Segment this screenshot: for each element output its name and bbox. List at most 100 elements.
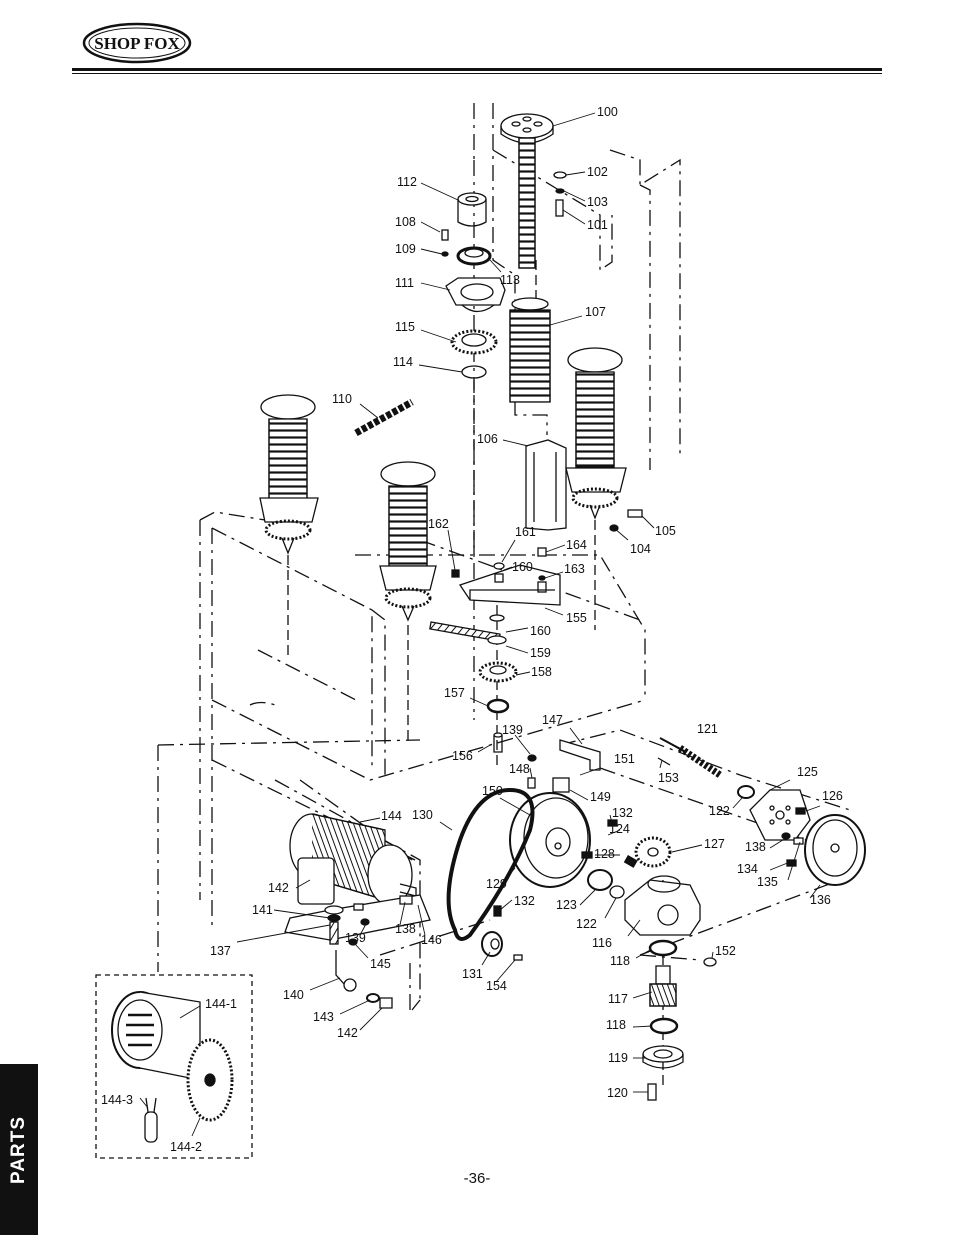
callout-130: 130 bbox=[412, 808, 433, 822]
callout-143: 143 bbox=[313, 1010, 334, 1024]
callout-147: 147 bbox=[542, 713, 563, 727]
cap-119 bbox=[642, 1045, 684, 1069]
callout-144-1: 144-1 bbox=[205, 997, 237, 1011]
bellows-107 bbox=[509, 297, 551, 403]
callout-104: 104 bbox=[630, 542, 651, 556]
capacitor-144-3 bbox=[144, 1097, 158, 1143]
callout-144-3: 144-3 bbox=[101, 1093, 133, 1107]
callout-159: 159 bbox=[530, 646, 551, 660]
callout-154: 154 bbox=[486, 979, 507, 993]
inset-box bbox=[95, 974, 253, 1159]
callout-137: 137 bbox=[210, 944, 231, 958]
chain-110 bbox=[354, 398, 414, 437]
callout-142: 142 bbox=[268, 881, 289, 895]
page-number: -36- bbox=[463, 1170, 491, 1187]
callout-125: 125 bbox=[797, 765, 818, 779]
bracket-106 bbox=[525, 439, 567, 531]
header-rule-thin bbox=[72, 73, 882, 74]
callout-139: 139 bbox=[502, 723, 523, 737]
callout-labels: 100 102 103 101 112 108 109 113 111 107 … bbox=[101, 105, 843, 1154]
callout-150: 150 bbox=[482, 784, 503, 798]
callout-105: 105 bbox=[655, 524, 676, 538]
gear-shaft-117 bbox=[649, 965, 677, 1007]
callout-162: 162 bbox=[428, 517, 449, 531]
callout-119: 119 bbox=[608, 1051, 628, 1065]
callout-107: 107 bbox=[585, 305, 606, 319]
callout-116: 116 bbox=[592, 936, 612, 950]
callout-114: 114 bbox=[393, 355, 413, 369]
callout-142-lower: 142 bbox=[337, 1026, 358, 1040]
parts-side-tab: PARTS bbox=[0, 1064, 38, 1235]
bearing-113 bbox=[456, 246, 492, 266]
callout-132: 132 bbox=[612, 806, 633, 820]
belt-130 bbox=[446, 787, 535, 941]
motor-144 bbox=[289, 813, 417, 906]
carriage-155 bbox=[458, 564, 561, 606]
callout-151: 151 bbox=[614, 752, 635, 766]
callout-141: 141 bbox=[252, 903, 273, 917]
callout-152: 152 bbox=[715, 944, 736, 958]
callout-146: 146 bbox=[421, 933, 442, 947]
sprocket-158 bbox=[478, 661, 518, 683]
callout-149: 149 bbox=[590, 790, 611, 804]
column-left bbox=[259, 394, 319, 555]
shop-fox-logo: SHOP FOX bbox=[82, 22, 192, 64]
fan-144-2 bbox=[186, 1038, 234, 1122]
callout-126: 126 bbox=[822, 789, 843, 803]
callout-156: 156 bbox=[452, 749, 473, 763]
fan-cover-144-1 bbox=[111, 991, 201, 1081]
handwheel-136 bbox=[804, 814, 866, 886]
callout-122-lower: 122 bbox=[576, 917, 597, 931]
callout-111: 111 bbox=[395, 276, 414, 290]
callout-122: 122 bbox=[709, 804, 730, 818]
callout-145: 145 bbox=[370, 957, 391, 971]
callout-109: 109 bbox=[395, 242, 416, 256]
callout-117: 117 bbox=[608, 992, 628, 1006]
callout-112: 112 bbox=[397, 175, 417, 189]
plate-125 bbox=[749, 789, 811, 841]
pulley-150 bbox=[509, 792, 591, 888]
callout-157: 157 bbox=[444, 686, 465, 700]
callout-113: 113 bbox=[500, 273, 520, 287]
callout-102: 102 bbox=[587, 165, 608, 179]
callout-155: 155 bbox=[566, 611, 587, 625]
leader-lines bbox=[139, 112, 821, 1137]
callout-132-lower: 132 bbox=[514, 894, 535, 908]
column-middle bbox=[379, 461, 437, 622]
callout-129: 129 bbox=[486, 877, 507, 891]
callout-134: 134 bbox=[737, 862, 758, 876]
callout-140: 140 bbox=[283, 988, 304, 1002]
callout-160-lower: 160 bbox=[530, 624, 551, 638]
callout-164: 164 bbox=[566, 538, 587, 552]
callout-106: 106 bbox=[477, 432, 498, 446]
callout-123: 123 bbox=[556, 898, 577, 912]
callout-136: 136 bbox=[810, 893, 831, 907]
leadscrew-100 bbox=[500, 113, 554, 269]
sprocket-115 bbox=[450, 329, 498, 355]
callout-124: 124 bbox=[609, 822, 630, 836]
callout-135: 135 bbox=[757, 875, 778, 889]
callout-118-lower: 118 bbox=[606, 1018, 626, 1032]
callout-131: 131 bbox=[462, 967, 483, 981]
logo-text: SHOP FOX bbox=[94, 34, 180, 53]
callout-118: 118 bbox=[610, 954, 630, 968]
callout-100: 100 bbox=[597, 105, 618, 119]
callout-163: 163 bbox=[564, 562, 585, 576]
callout-120: 120 bbox=[607, 1086, 628, 1100]
callout-160: 160 bbox=[512, 560, 533, 574]
callout-138: 138 bbox=[745, 840, 766, 854]
gearbox-116 bbox=[624, 875, 701, 936]
callout-101: 101 bbox=[587, 218, 608, 232]
callout-144-2: 144-2 bbox=[170, 1140, 202, 1154]
header-rule bbox=[72, 68, 882, 71]
callout-127: 127 bbox=[704, 837, 725, 851]
callout-158: 158 bbox=[531, 665, 552, 679]
callout-148: 148 bbox=[509, 762, 530, 776]
callout-144: 144 bbox=[381, 809, 402, 823]
bushing-112 bbox=[457, 192, 487, 227]
callout-108: 108 bbox=[395, 215, 416, 229]
callout-161: 161 bbox=[515, 525, 536, 539]
callout-128: 128 bbox=[594, 847, 615, 861]
column-right bbox=[565, 347, 627, 520]
